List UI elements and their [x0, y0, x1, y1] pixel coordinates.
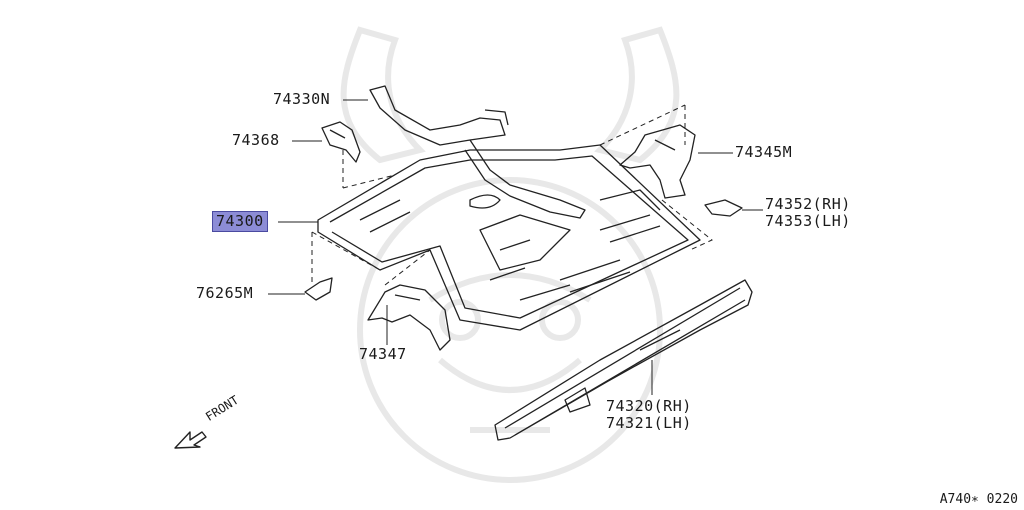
- part-label-76265M[interactable]: 76265M: [196, 284, 254, 302]
- assembly-dash-lines: [311, 104, 713, 286]
- part-label-74321-lh[interactable]: 74321(LH): [606, 414, 692, 432]
- front-arrow-icon: [174, 431, 207, 449]
- part-label-74353-lh[interactable]: 74353(LH): [765, 212, 851, 230]
- part-label-74352-rh[interactable]: 74352(RH): [765, 195, 851, 213]
- bracket-74347[interactable]: [367, 284, 451, 351]
- part-label-74330N[interactable]: 74330N: [273, 90, 331, 108]
- floor-panel-74300[interactable]: [317, 144, 701, 331]
- part-label-74300[interactable]: 74300: [212, 211, 268, 232]
- part-label-74347[interactable]: 74347: [359, 345, 407, 363]
- bracket-74368[interactable]: [321, 121, 361, 163]
- watermark-emblem: [340, 26, 680, 483]
- part-label-74345M[interactable]: 74345M: [735, 143, 793, 161]
- bracket-74352-74353[interactable]: [704, 199, 743, 217]
- side-sill-74320-74321[interactable]: [494, 279, 753, 441]
- bracket-74345M[interactable]: [619, 124, 696, 199]
- part-label-74368[interactable]: 74368: [232, 131, 280, 149]
- tunnel-brace-74330N[interactable]: [369, 85, 586, 219]
- diagram-code: A740∗ 0220: [939, 492, 1018, 507]
- leader-lines: [268, 99, 763, 395]
- bracket-76265M[interactable]: [304, 277, 333, 301]
- part-label-74320-rh[interactable]: 74320(RH): [606, 397, 692, 415]
